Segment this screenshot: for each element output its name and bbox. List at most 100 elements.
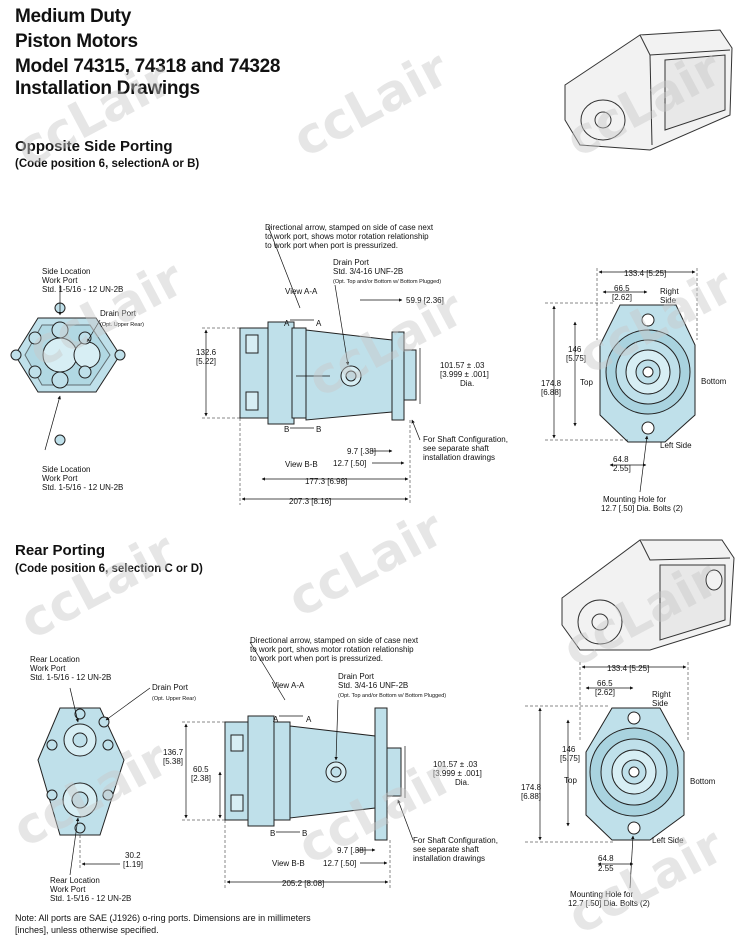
s1-pilot-2: [3.999 ± .001] (440, 370, 489, 379)
s2-left-rear-loc-3: Std. 1-5/16 - 12 UN-2B (30, 673, 111, 682)
s2-center-view: 136.7 [5.38] 60.5 [2.38] Directional arr… (163, 636, 498, 888)
s2-view-bb: View B-B (272, 859, 305, 868)
s1r-mount-1: Mounting Hole for (603, 495, 666, 504)
s2r-dim-648-2: 2.55 (598, 864, 614, 873)
s2-dim-97: 9.7 [.38] (337, 846, 366, 855)
s2r-left-side: Left Side (652, 836, 684, 845)
s1-dim-height-1: 132.6 (196, 348, 217, 357)
s1r-dim-648-1: 64.8 (613, 455, 629, 464)
s1r-dim-146-1: 146 (568, 345, 582, 354)
s2-b-left: B (270, 829, 275, 838)
motor-sketch-top (564, 29, 733, 151)
s1-a-left: A (284, 319, 290, 328)
s1-right-view: 133.4 [5.25] 66.5 [2.62] Right Side 174.… (541, 268, 727, 513)
s1r-dim-665-2: [2.62] (612, 293, 632, 302)
s2-pilot-2: [3.999 ± .001] (433, 769, 482, 778)
s2-b-right: B (302, 829, 307, 838)
s1-view-aa: View A-A (285, 287, 318, 296)
s1-dim-59: 59.9 [2.36] (406, 296, 444, 305)
s2r-dim-665-2: [2.62] (595, 688, 615, 697)
s2-left-rear-b2: Work Port (50, 885, 86, 894)
s1-dim-207: 207.3 [8.16] (289, 497, 331, 506)
s1-dim-97: 9.7 [.38] (347, 447, 376, 456)
s1r-dim-1748-2: [6.88] (541, 388, 561, 397)
s1r-dim-146-2: [5.75] (566, 354, 586, 363)
s1-left-side-loc-3: Std. 1-5/16 - 12 UN-2B (42, 285, 123, 294)
section1-subtitle: (Code position 6, selectionA or B) (15, 158, 200, 170)
s2r-dim-146-1: 146 (562, 745, 576, 754)
s2-left-rear-loc-2: Work Port (30, 664, 66, 673)
s1r-dim-133: 133.4 [5.25] (624, 269, 666, 278)
s1r-mount-2: 12.7 [.50] Dia. Bolts (2) (601, 504, 683, 513)
s1-arrow-note-2: to work port, shows motor rotation relat… (265, 232, 429, 241)
s2r-right-1: Right (652, 690, 671, 699)
s2r-dim-133: 133.4 [5.25] (607, 664, 649, 673)
s1-pilot-3: Dia. (460, 379, 474, 388)
s2-left-rear-b3: Std. 1-5/16 - 12 UN-2B (50, 894, 131, 903)
s2-arrow-note-1: Directional arrow, stamped on side of ca… (250, 636, 419, 645)
s2-dim-height-2: [5.38] (163, 757, 183, 766)
s1-drain-1: Drain Port (333, 258, 370, 267)
s1-drain-opt: (Opt. Top and/or Bottom w/ Bottom Plugge… (333, 279, 441, 285)
s1-left-side-loc-1: Side Location (42, 267, 90, 276)
s2r-right-2: Side (652, 699, 669, 708)
s1r-right-1: Right (660, 287, 679, 296)
s2-dim-height-1: 136.7 (163, 748, 184, 757)
s2-drain-2: Std. 3/4-16 UNF-2B (338, 681, 408, 690)
s1-b-right: B (316, 425, 321, 434)
section2-subtitle: (Code position 6, selection C or D) (15, 563, 203, 575)
footnote: Note: All ports are SAE (J1926) o-ring p… (15, 912, 375, 936)
s1-drain-2: Std. 3/4-16 UNF-2B (333, 267, 403, 276)
s1-pilot-1: 101.57 ± .03 (440, 361, 485, 370)
s1-left-side-loc-2: Work Port (42, 276, 78, 285)
s1-left-drain-port-note: (Opt. Upper Rear) (100, 322, 144, 328)
s1-shaft-3: installation drawings (423, 453, 495, 462)
s2-drain-opt: (Opt. Top and/or Bottom w/ Bottom Plugge… (338, 693, 446, 699)
s2-shaft-2: see separate shaft (413, 845, 480, 854)
s2-left-rear-b1: Rear Location (50, 876, 100, 885)
watermark: ccLair (278, 499, 453, 629)
s2r-dim-665-1: 66.5 (597, 679, 613, 688)
s2r-mount-2: 12.7 [.50] Dia. Bolts (2) (568, 899, 650, 908)
s2-shaft-1: For Shaft Configuration, (413, 836, 498, 845)
s1r-left-side: Left Side (660, 441, 692, 450)
s1r-dim-665-1: 66.5 (614, 284, 630, 293)
s2r-dim-1748-1: 174.8 (521, 783, 542, 792)
s2-a-left: A (273, 715, 279, 724)
s2r-mount-1: Mounting Hole for (570, 890, 633, 899)
title-model: Model 74315, 74318 and 74328 (15, 56, 281, 77)
s2-drain-1: Drain Port (338, 672, 375, 681)
s1r-dim-1748-1: 174.8 (541, 379, 562, 388)
s2r-bottom: Bottom (690, 777, 716, 786)
s1-left-drain-port: Drain Port (100, 309, 137, 318)
s1-left-side-loc-b2: Work Port (42, 474, 78, 483)
section1-title: Opposite Side Porting (15, 138, 173, 155)
section2-title: Rear Porting (15, 542, 106, 559)
s1-arrow-note-1: Directional arrow, stamped on side of ca… (265, 223, 434, 232)
s1-a-right: A (316, 319, 322, 328)
s1-arrow-note-3: to work port when port is pressurized. (265, 241, 398, 250)
footnote-line2: [inches], unless otherwise specified. (15, 925, 159, 935)
s1r-dim-648-2: 2.55] (613, 464, 631, 473)
s1-dim-177: 177.3 [6.98] (305, 477, 347, 486)
s2-arrow-note-2: to work port, shows motor rotation relat… (250, 645, 414, 654)
s1-shaft-2: see separate shaft (423, 444, 490, 453)
s2-a-right: A (306, 715, 312, 724)
s2r-dim-1748-2: [6.88] (521, 792, 541, 801)
s2-left-drain-note: (Opt. Upper Rear) (152, 696, 196, 702)
s1-left-view: Side Location Work Port Std. 1-5/16 - 12… (10, 267, 144, 492)
s1r-right-2: Side (660, 296, 677, 305)
s1r-bottom: Bottom (701, 377, 727, 386)
s1-view-bb: View B-B (285, 460, 318, 469)
s1-shaft-1: For Shaft Configuration, (423, 435, 508, 444)
footnote-line1: Note: All ports are SAE (J1926) o-ring p… (15, 913, 311, 923)
s2-shaft-3: installation drawings (413, 854, 485, 863)
title-medium-duty: Medium Duty (15, 6, 131, 27)
s2-dim-605-1: 60.5 (193, 765, 209, 774)
watermark: ccLair (6, 49, 181, 179)
s1-b-left: B (284, 425, 289, 434)
watermark: ccLair (283, 39, 458, 169)
s1-center-view: 132.6 [5.22] Directional arrow, stamped … (196, 223, 508, 506)
s1-dim-127: 12.7 [.50] (333, 459, 366, 468)
